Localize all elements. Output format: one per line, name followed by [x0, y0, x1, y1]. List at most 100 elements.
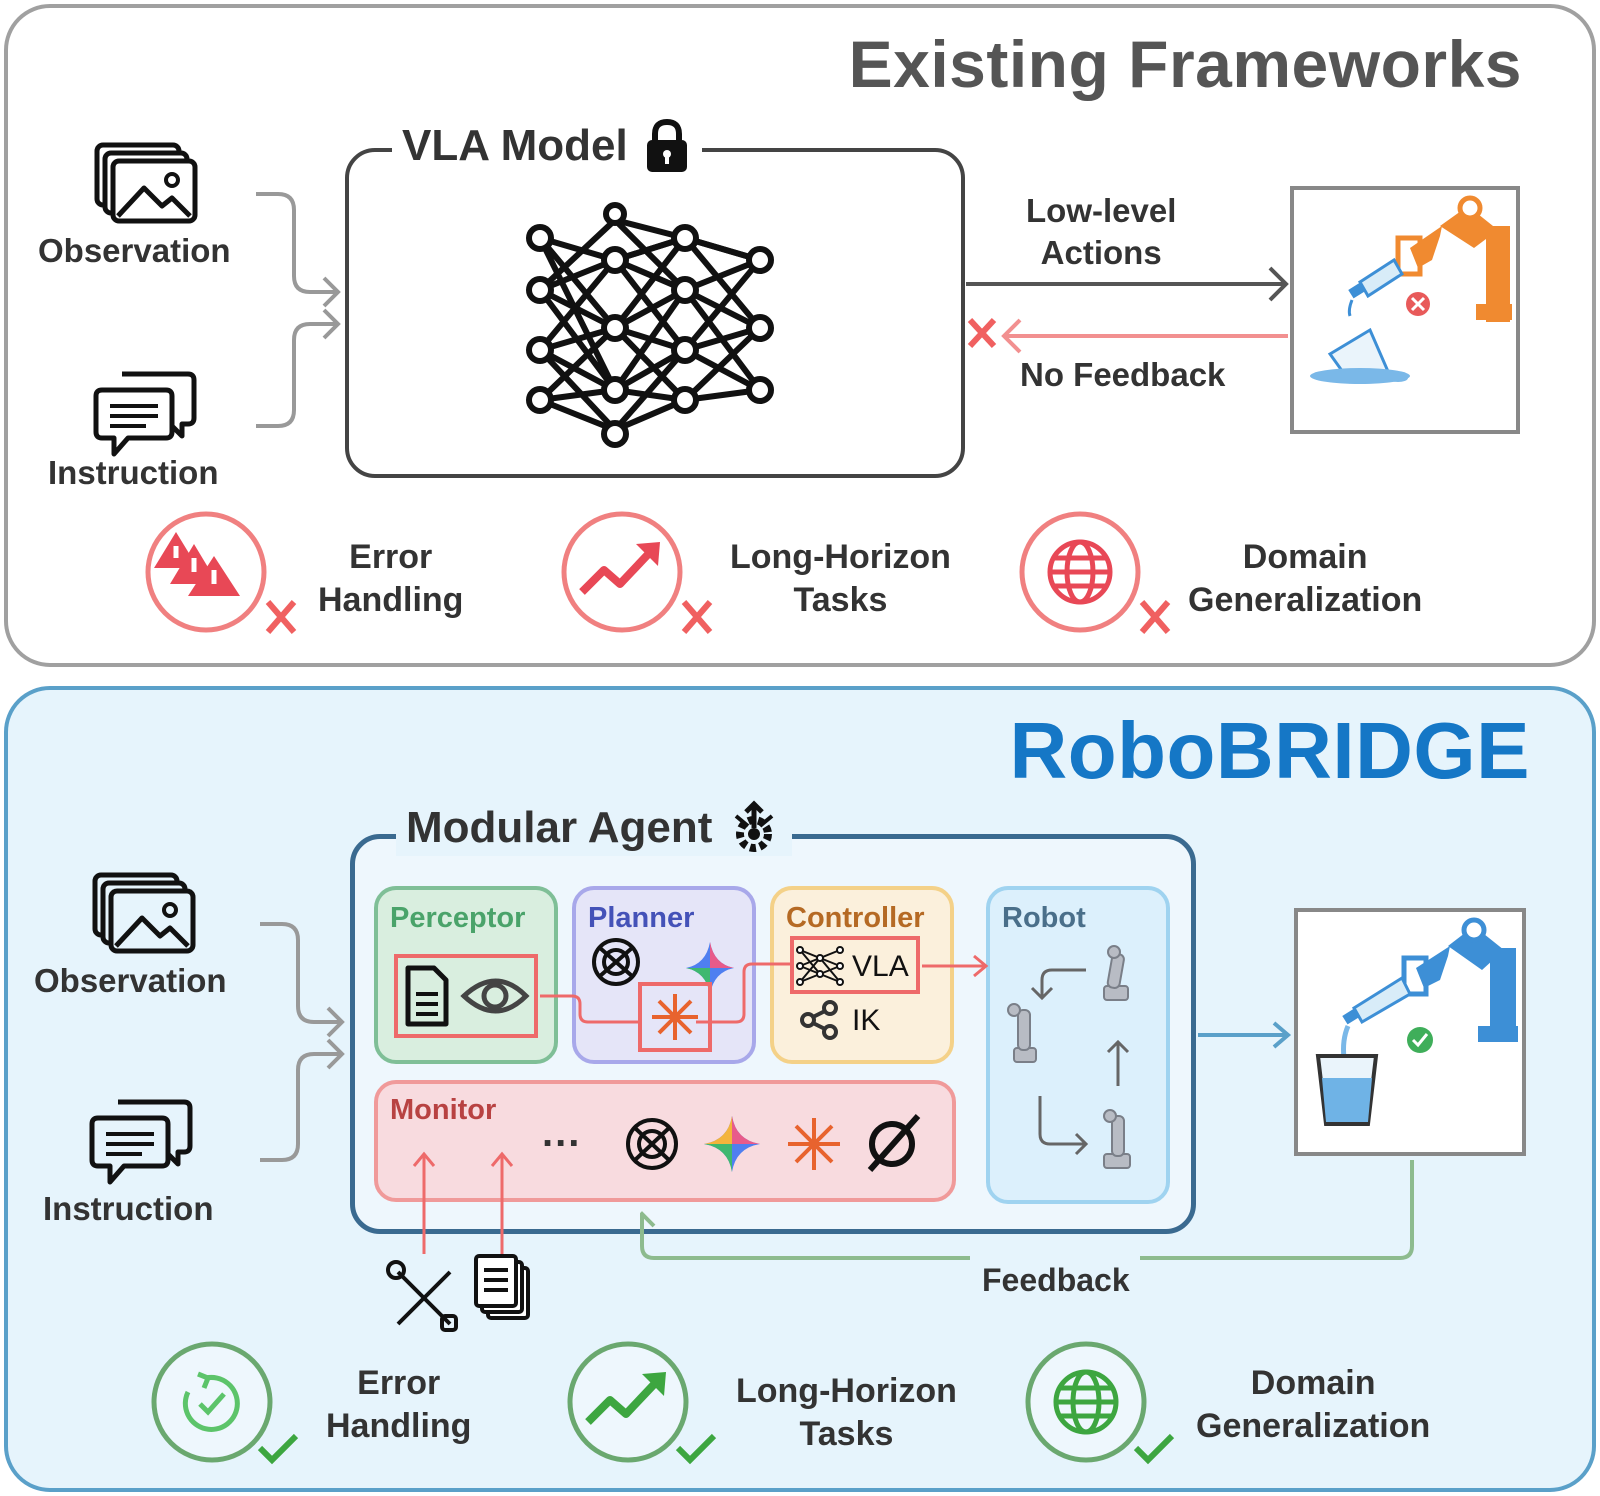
low-level-line: Low-level	[1026, 192, 1177, 229]
claude-icon	[652, 994, 698, 1040]
bottom-feature-domain-generalization: Domain Generalization	[1196, 1362, 1430, 1448]
bottom-instruction-label: Instruction	[43, 1190, 214, 1227]
refresh-check-icon	[182, 1371, 240, 1432]
no-feedback-cross-icon	[967, 317, 997, 349]
check-icon	[1133, 1433, 1175, 1465]
observation-images-icon	[92, 872, 196, 954]
small-neural-net-icon	[796, 946, 844, 986]
error-handling-supported-icon	[151, 1341, 299, 1465]
domain-generalization-supported-icon	[1025, 1341, 1175, 1465]
bottom-input-connectors	[260, 922, 345, 1162]
long-horizon-supported-icon	[567, 1341, 717, 1465]
gemini-icon	[704, 1116, 760, 1172]
chatgpt-icon	[626, 1118, 678, 1170]
monitor-more-ellipsis: ...	[542, 1111, 582, 1155]
robot-cycle-diagram	[1007, 945, 1131, 1169]
feature-line: Handling	[326, 1407, 472, 1445]
bottom-feature-long-horizon: Long-Horizon Tasks	[736, 1370, 957, 1456]
top-feature-long-horizon: Long-Horizon Tasks	[730, 536, 951, 622]
robot-success-illustration	[1294, 908, 1526, 1156]
feedback-loop	[640, 1160, 1414, 1260]
chatgpt-icon	[592, 938, 640, 986]
feedback-label: Feedback	[982, 1262, 1130, 1298]
actions-line: Actions	[1040, 234, 1162, 271]
observation-images-icon	[94, 142, 198, 224]
instruction-chat-icon	[93, 371, 197, 457]
monitor-inputs	[386, 1151, 530, 1332]
feature-line: Domain	[1242, 538, 1368, 576]
bottom-feature-error-handling: Error Handling	[326, 1362, 471, 1448]
feature-line: Long-Horizon	[736, 1372, 957, 1410]
trend-up-icon	[585, 1375, 663, 1425]
feature-line: Generalization	[1188, 581, 1423, 619]
check-icon	[675, 1433, 717, 1465]
planner-models	[592, 938, 734, 1052]
vla-model-title: VLA Model	[402, 121, 628, 171]
vla-model-header: VLA Model	[392, 118, 702, 174]
pipeline-connectors	[540, 954, 989, 1024]
feature-line: Long-Horizon	[730, 538, 951, 576]
feature-line: Error	[349, 538, 433, 576]
bottle-icon	[1347, 257, 1405, 317]
robobridge-title: RoboBRIDGE	[1009, 706, 1530, 795]
top-feature-error-handling: Error Handling	[318, 536, 463, 622]
feature-line: Handling	[318, 581, 464, 619]
robot-arm-icon	[1103, 1109, 1131, 1169]
globe-icon	[1047, 539, 1113, 605]
globe-icon	[1053, 1369, 1119, 1435]
check-icon	[257, 1433, 299, 1465]
output-arrow	[1198, 1021, 1292, 1049]
domain-generalization-unsupported-icon	[1019, 511, 1171, 634]
ik-option-label: IK	[852, 1004, 881, 1037]
robot-arm-icon	[1007, 1003, 1037, 1063]
controller-label: Controller	[786, 902, 925, 934]
monitor-models	[626, 1114, 921, 1172]
gear-robot-icon	[735, 800, 774, 852]
vla-model-box	[345, 148, 965, 478]
documents-icon	[474, 1254, 530, 1320]
claude-icon	[788, 1118, 840, 1170]
planner-label: Planner	[588, 902, 695, 934]
cross-icon	[681, 600, 713, 634]
neural-network-icon	[526, 202, 774, 448]
top-input-connectors	[256, 192, 341, 428]
bottom-observation-label: Observation	[34, 962, 227, 999]
filled-cup-icon	[1315, 1054, 1379, 1126]
feature-line: Tasks	[793, 581, 888, 619]
spilled-cup-icon	[1310, 327, 1410, 384]
instruction-chat-icon	[89, 1099, 193, 1185]
cross-icon	[265, 600, 297, 634]
error-handling-unsupported-icon	[145, 511, 297, 634]
blue-robot-arm-icon	[1401, 917, 1518, 1042]
robot-failure-illustration	[1290, 186, 1520, 434]
robot-arm-icon	[1103, 945, 1129, 1001]
lock-icon	[646, 118, 687, 172]
low-level-actions-label: Low-level Actions	[1026, 190, 1176, 274]
success-check-icon	[1407, 1027, 1433, 1053]
feature-line: Tasks	[799, 1415, 894, 1453]
vla-option-label: VLA	[852, 950, 909, 983]
robot-label: Robot	[1002, 902, 1086, 934]
eye-icon	[460, 978, 530, 1014]
orange-robot-arm-icon	[1395, 195, 1512, 322]
monitor-label: Monitor	[390, 1094, 497, 1126]
controller-module	[770, 886, 954, 1064]
tools-wrench-icon	[386, 1260, 458, 1332]
top-observation-label: Observation	[38, 232, 231, 269]
feature-line: Generalization	[1196, 1407, 1431, 1445]
document-icon	[405, 965, 449, 1027]
feature-line: Domain	[1250, 1364, 1376, 1402]
no-feedback-label: No Feedback	[1020, 356, 1226, 393]
actions-feedback-arrows	[966, 266, 1289, 354]
share-nodes-icon	[800, 1000, 838, 1040]
perceptor-tools	[394, 954, 538, 1038]
top-feature-domain-generalization: Domain Generalization	[1188, 536, 1422, 622]
existing-frameworks-title: Existing Frameworks	[848, 27, 1522, 101]
long-horizon-unsupported-icon	[561, 511, 713, 634]
modular-agent-header: Modular Agent	[396, 800, 793, 856]
grok-icon	[867, 1114, 921, 1172]
cross-icon	[1139, 600, 1171, 634]
modular-agent-title: Modular Agent	[406, 803, 713, 852]
top-instruction-label: Instruction	[48, 454, 219, 491]
perceptor-label: Perceptor	[390, 902, 526, 934]
